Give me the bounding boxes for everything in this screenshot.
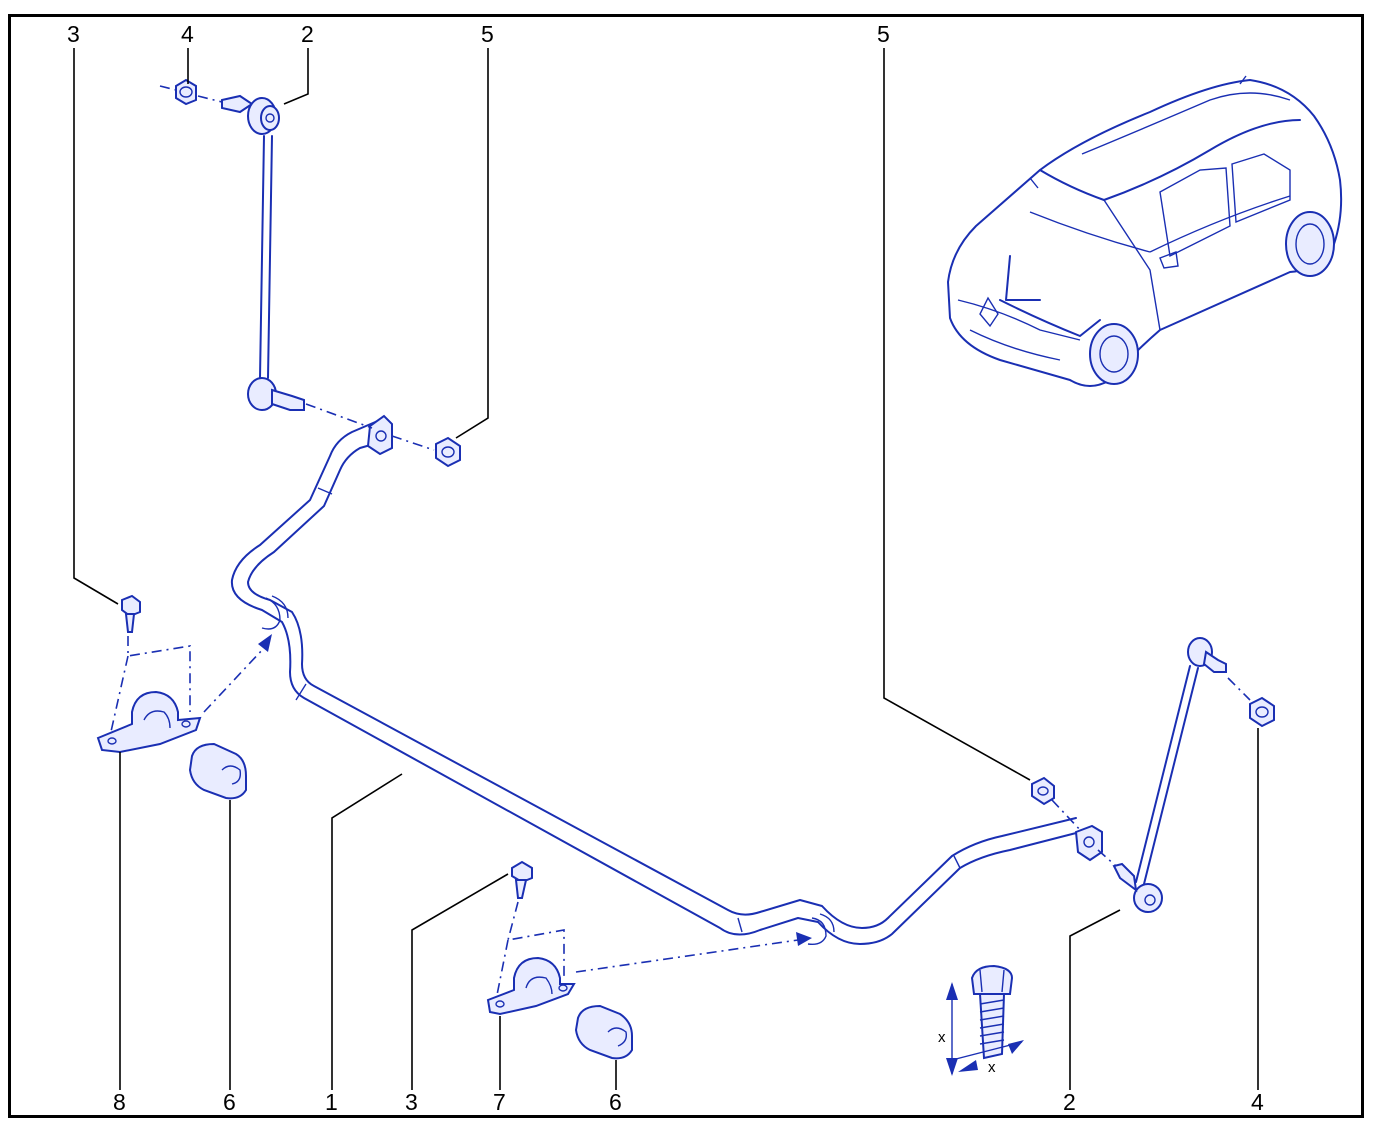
callout-bottom-7: 7	[493, 1089, 506, 1115]
callout-top-5-left: 5	[481, 21, 494, 47]
link-rod-right	[1112, 637, 1227, 913]
callout-bottom-6-right: 6	[609, 1089, 622, 1115]
bushing-left-6	[188, 742, 247, 800]
clamp-bottom-7	[486, 956, 576, 1016]
nut-right-4	[1249, 696, 1275, 728]
callout-bottom-2: 2	[1063, 1089, 1076, 1115]
dimension-label-vertical: x	[938, 1029, 946, 1046]
clamp-left-8	[96, 690, 202, 754]
link-rod-left	[221, 94, 305, 411]
anti-roll-bar	[230, 414, 1103, 946]
callout-top-2: 2	[301, 21, 314, 47]
callout-bottom-6-left: 6	[223, 1089, 236, 1115]
callout-top-5-right: 5	[877, 21, 890, 47]
callout-top-4: 4	[181, 21, 194, 47]
diagram-frame	[8, 14, 1364, 1118]
bolt-left-3	[121, 594, 141, 633]
callout-bottom-4: 4	[1251, 1089, 1264, 1115]
callout-bottom-1: 1	[325, 1089, 338, 1115]
leader-lines	[73, 48, 1259, 1090]
nut-top-left	[175, 78, 197, 106]
dimension-label-horizontal: x	[988, 1059, 996, 1076]
callout-top-3: 3	[67, 21, 80, 47]
bolt-bottom-3	[511, 860, 533, 899]
bushing-bottom-6	[574, 1004, 633, 1060]
vehicle-illustration	[947, 75, 1343, 387]
callout-bottom-3: 3	[405, 1089, 418, 1115]
nut-5-right	[1031, 776, 1055, 806]
callout-bottom-8: 8	[113, 1089, 126, 1115]
bolt-dimension-detail	[946, 964, 1024, 1076]
nut-5-left	[435, 436, 461, 468]
